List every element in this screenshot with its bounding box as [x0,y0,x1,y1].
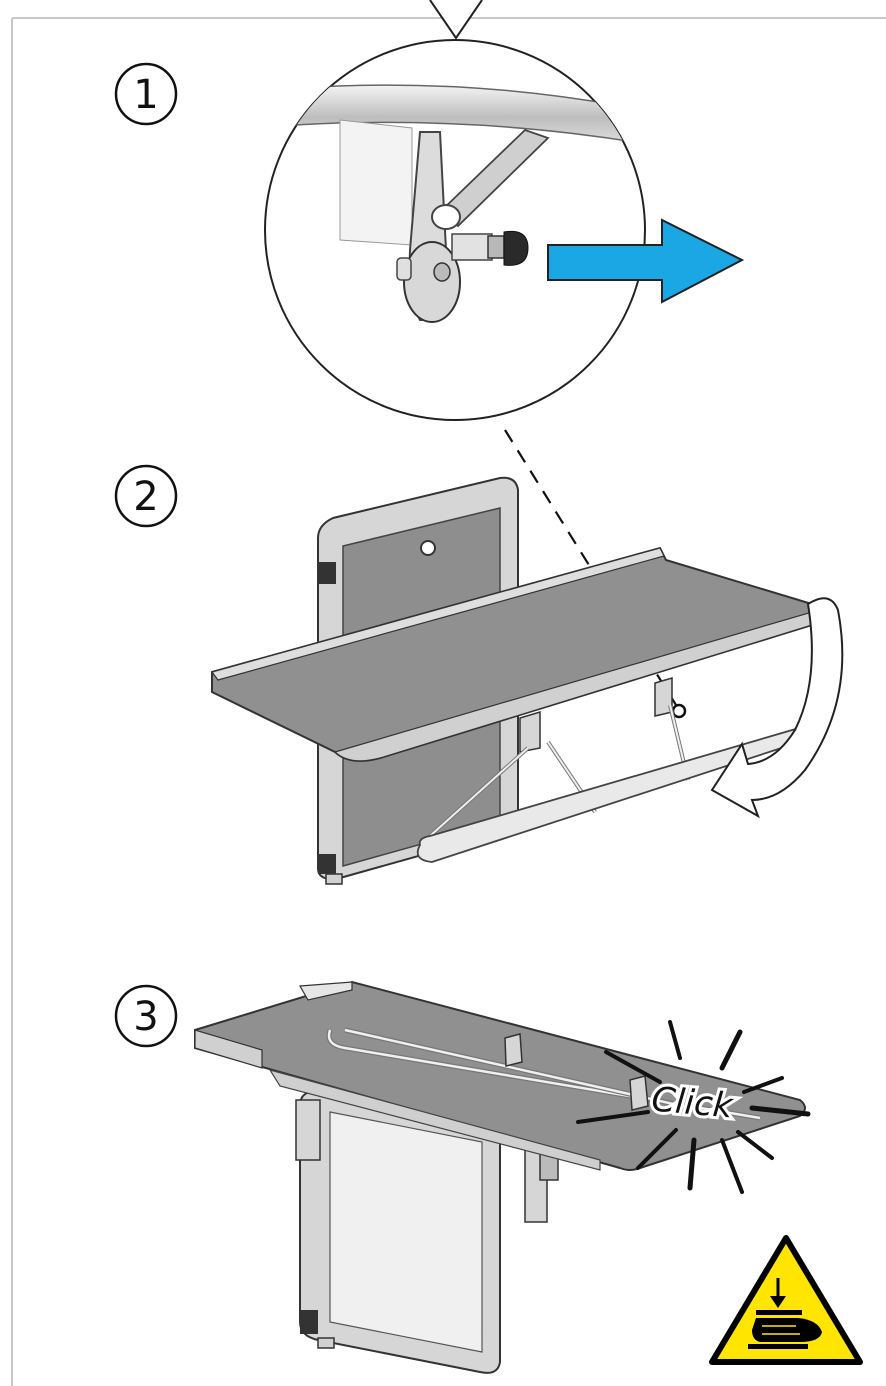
zoom-detail-circle [264,39,646,421]
step-2-label: 2 [114,464,178,528]
changing-table-folded-up [194,980,806,1374]
step-1-label: 1 [114,62,178,126]
pointer-triangle [429,0,483,40]
step-3-label: 3 [114,984,178,1048]
step-2-number: 2 [133,474,158,520]
step-1-number: 1 [133,72,158,118]
click-label: Click [650,1080,735,1127]
pull-direction-arrow [547,218,745,304]
changing-table-folded-down [210,476,844,885]
fold-down-arrow [710,597,844,819]
click-burst [576,1020,811,1194]
step-3-number: 3 [133,994,158,1040]
crushing-hands-hazard-icon [709,1235,863,1365]
